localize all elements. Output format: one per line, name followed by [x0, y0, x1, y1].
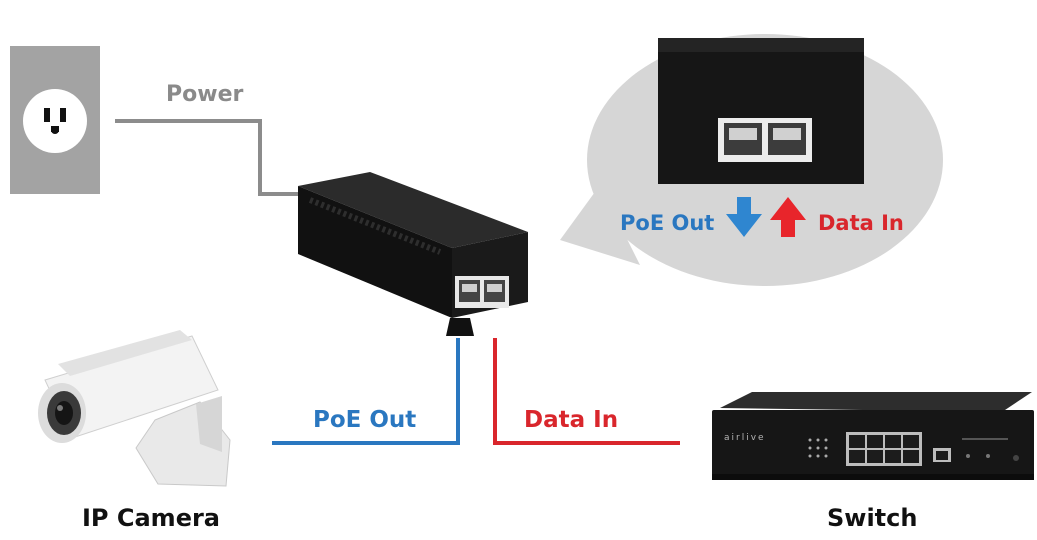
poe-out-line-label: PoE Out — [313, 407, 417, 433]
poe-out-zoom-label: PoE Out — [620, 211, 715, 235]
poe-out-cable — [272, 338, 460, 445]
arrow-up-icon — [770, 197, 806, 237]
network-switch-icon: airlive — [712, 392, 1034, 480]
ip-camera-label: IP Camera — [82, 504, 220, 532]
arrow-down-icon — [726, 197, 762, 237]
poe-injector-icon — [298, 172, 528, 336]
data-in-line-label: Data In — [524, 407, 619, 433]
wall-outlet-icon — [10, 46, 100, 194]
zoomed-injector-icon — [658, 38, 864, 184]
power-label: Power — [166, 82, 244, 107]
switch-brand-logo: airlive — [724, 433, 766, 443]
data-in-zoom-label: Data In — [818, 211, 904, 235]
power-cable — [115, 119, 300, 196]
ip-camera-icon — [38, 330, 231, 487]
data-in-cable — [493, 338, 680, 445]
switch-label: Switch — [827, 504, 918, 532]
